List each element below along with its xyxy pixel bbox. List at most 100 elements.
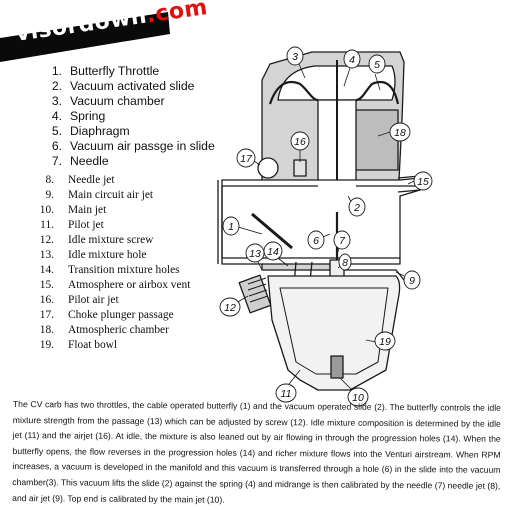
legend-item: 7.Needle [36, 154, 109, 168]
main-jet [330, 355, 344, 379]
legend-number: 14. [39, 264, 54, 276]
legend-label: Main circuit air jet [68, 189, 154, 201]
callout-19: 19 [379, 336, 391, 348]
callout-circle [347, 387, 369, 407]
callout-circle [374, 331, 396, 351]
legend-item: 2.Vacuum activated slide [36, 79, 195, 93]
callout-10: 10 [352, 392, 364, 404]
legend-label: Main jet [68, 204, 107, 216]
callout-13: 13 [249, 248, 261, 260]
legend-number: 19. [39, 339, 54, 351]
legend-item: 10. Main jet [24, 204, 107, 216]
legend-number: 11. [40, 219, 54, 231]
callout-circle [307, 230, 325, 250]
legend-item: 14. Transition mixture holes [24, 264, 180, 276]
description-paragraph: The CV carb has two throttles, the cable… [12, 398, 501, 505]
float-bowl-inner [279, 287, 389, 375]
legend-item: 8. Needle jet [24, 174, 115, 186]
callout-16: 16 [294, 136, 306, 148]
callout-3: 3 [292, 51, 298, 63]
callout-9: 9 [409, 275, 415, 287]
legend-label: Vacuum air passge in slide [70, 139, 215, 153]
legend-number: 17. [39, 309, 54, 321]
idle-screw-threads [247, 277, 269, 303]
legend-item: 16. Pilot air jet [24, 294, 119, 306]
legend-item: 1.Butterfly Throttle [36, 64, 159, 78]
legend-number: 16. [39, 294, 54, 306]
intake-flange [217, 180, 223, 264]
callout-5: 5 [374, 59, 380, 71]
callout-4: 4 [349, 54, 355, 66]
diaphragm [268, 80, 400, 105]
callout-circle [403, 270, 421, 290]
legend-number: 6. [51, 139, 62, 153]
legend-item: 4. Spring [36, 109, 105, 123]
callout-18: 18 [394, 127, 406, 139]
callout-circle [389, 122, 411, 142]
choke-plunger-passage [257, 157, 279, 179]
legend-number: 13. [39, 249, 54, 261]
callout-circle [236, 148, 256, 168]
callout-14: 14 [267, 246, 279, 258]
callout-circle [222, 216, 240, 236]
legend-number: 18. [39, 324, 54, 336]
callout-12: 12 [224, 302, 236, 314]
legend-item: 17. Choke plunger passage [24, 309, 174, 321]
legend-number: 4. [51, 109, 62, 123]
logo-banner-shape [0, 12, 170, 62]
float-bowl [267, 275, 401, 391]
legend-item: 15. Atmosphere or airbox vent [24, 279, 191, 291]
callout-7: 7 [339, 235, 346, 247]
legend-label: Pilot air jet [68, 294, 119, 306]
callout-circle [413, 171, 433, 191]
callout-1: 1 [228, 221, 234, 233]
callout-circle [343, 49, 361, 69]
legend-item: 6. Vacuum air passge in slide [36, 139, 215, 153]
callout-11: 11 [281, 388, 292, 400]
callout-circle [286, 46, 304, 66]
legend-number: 9. [45, 189, 54, 201]
callout-15: 15 [417, 176, 429, 188]
legend-number: 12. [39, 234, 54, 246]
legend-label: Atmosphere or airbox vent [68, 279, 191, 291]
legend-label: Idle mixture hole [68, 249, 147, 261]
legend-item: 12. Idle mixture screw [24, 234, 154, 246]
callout-17: 17 [240, 153, 253, 165]
legend-number: 3. [51, 94, 62, 108]
legend-number: 15. [39, 279, 54, 291]
callout-circle [338, 253, 352, 271]
callout-circle [275, 383, 297, 403]
legend-number: 5. [51, 124, 62, 138]
legend-label: Pilot jet [68, 219, 104, 231]
legend-label: Atmospheric chamber [68, 324, 169, 336]
callout-2: 2 [353, 202, 360, 214]
legend-label: Diaphragm [70, 124, 130, 138]
legend-item: 11. Pilot jet [24, 219, 104, 231]
legend-label: Needle jet [68, 174, 115, 186]
legend-label: Needle [70, 154, 109, 168]
legend-label: Choke plunger passage [68, 309, 174, 321]
legend-label: Float bowl [68, 339, 118, 351]
legend-number: 1. [51, 64, 62, 78]
legend-label: Vacuum activated slide [70, 79, 195, 93]
callout-circle [333, 230, 351, 250]
butterfly-throttle [251, 212, 293, 250]
callout-circle [219, 297, 241, 317]
legend-item: 5. Diaphragm [36, 124, 130, 138]
legend-item: 3. Vacuum chamber [36, 94, 165, 108]
legend-item: 9. Main circuit air jet [24, 189, 153, 201]
callout-circle [368, 54, 386, 74]
legend-label: Idle mixture screw [68, 234, 154, 246]
main-air-jet [344, 269, 405, 281]
legend-item: 13. Idle mixture hole [24, 249, 147, 261]
callout-circle [348, 197, 366, 217]
logo-banner [0, 12, 170, 62]
legend-number: 10. [39, 204, 54, 216]
pilot-air-jet [293, 159, 307, 177]
legend-label: Vacuum chamber [70, 94, 165, 108]
legend-label: Transition mixture holes [68, 264, 180, 276]
callout-circle [263, 241, 283, 261]
legend-number: 8. [45, 174, 54, 186]
legend-label: Spring [70, 109, 106, 123]
